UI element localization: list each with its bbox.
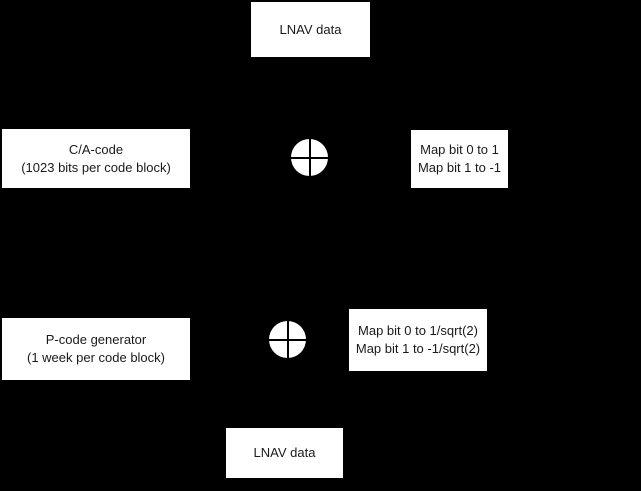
node-label: P-code generator: [45, 332, 147, 347]
node-sublabel: Map bit 1 to -1/sqrt(2): [355, 341, 481, 356]
xor-adder-icon: [267, 319, 308, 360]
node-p-code-generator: P-code generator (1 week per code block): [2, 318, 190, 380]
node-ca-code: C/A-code (1023 bits per code block): [2, 129, 190, 188]
node-map-sqrt: Map bit 0 to 1/sqrt(2) Map bit 1 to -1/s…: [349, 309, 487, 371]
node-label: Map bit 0 to 1: [420, 142, 499, 157]
node-map-bpsk: Map bit 0 to 1 Map bit 1 to -1: [411, 130, 508, 188]
node-sublabel: Map bit 1 to -1: [417, 160, 502, 175]
node-label: Map bit 0 to 1/sqrt(2): [358, 323, 478, 338]
node-lnav-data-bottom: LNAV data: [226, 428, 343, 478]
node-lnav-data-top: LNAV data: [251, 2, 370, 57]
node-label: C/A-code: [68, 141, 124, 157]
node-label: LNAV data: [253, 445, 316, 460]
node-sublabel: (1 week per code block): [26, 350, 165, 365]
xor-adder-icon: [289, 137, 330, 178]
node-label: LNAV data: [279, 21, 342, 37]
node-sublabel: (1023 bits per code block): [21, 159, 171, 175]
